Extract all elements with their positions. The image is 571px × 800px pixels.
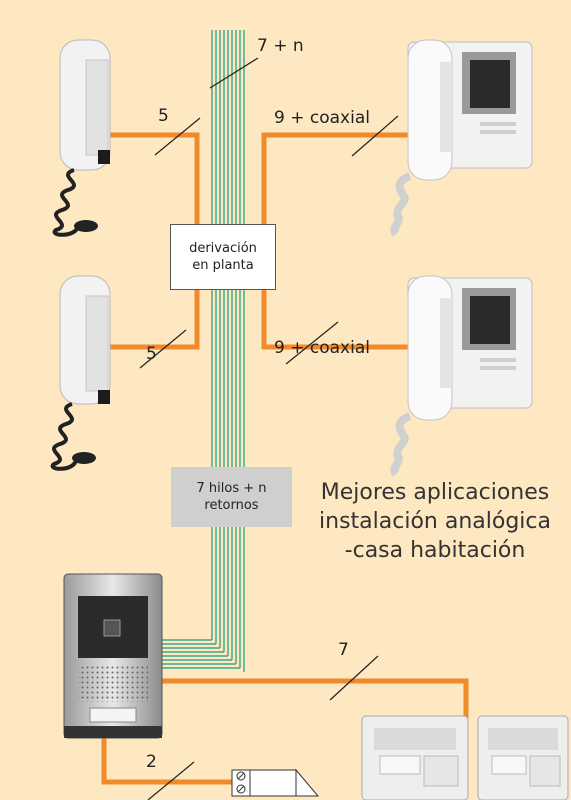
wires-box-line2: retornos [204, 498, 259, 513]
door-panel-icon [63, 573, 163, 739]
video-monitor-icon [390, 275, 533, 477]
label-monitor-2-wires: 9 + coaxial [274, 338, 370, 358]
caption-line3: -casa habitación [344, 538, 526, 563]
label-panel-psu-wires: 7 [338, 640, 349, 660]
wire-monitor-2 [261, 256, 410, 350]
handset-icon [52, 39, 111, 237]
wire-panel-psu [162, 678, 469, 718]
tick-bus [209, 57, 259, 89]
door-lock-icon [231, 768, 320, 797]
label-bus-top: 7 + n [257, 36, 304, 56]
caption-line1: Mejores aplicaciones [320, 480, 550, 505]
tick-monitor-1 [351, 115, 399, 157]
derivation-box-line1: derivación [189, 241, 257, 256]
power-supply-icon [361, 715, 469, 800]
tick-handset-1 [154, 117, 201, 156]
wires-box-line1: 7 hilos + n [196, 481, 267, 496]
label-panel-lock-wires: 2 [146, 752, 157, 772]
tick-panel-psu [329, 655, 379, 701]
video-monitor-icon [390, 39, 533, 237]
label-handset-1-wires: 5 [158, 106, 169, 126]
derivation-box: derivación en planta [170, 224, 276, 290]
label-monitor-1-wires: 9 + coaxial [274, 108, 370, 128]
wire-bus-to-panel [162, 639, 240, 669]
wires-box: 7 hilos + n retornos [171, 467, 292, 527]
wire-panel-lock [101, 735, 232, 785]
tick-handset-2 [139, 329, 187, 369]
tick-panel-lock [147, 761, 195, 800]
tick-monitor-2 [285, 321, 339, 365]
handset-icon [50, 275, 111, 471]
caption-line2: instalación analógica [319, 509, 551, 534]
caption: Mejores aplicaciones instalación analógi… [300, 478, 570, 565]
derivation-box-line2: en planta [192, 258, 254, 273]
wire-bus [211, 30, 245, 672]
label-handset-2-wires: 5 [146, 344, 157, 364]
power-supply-icon [477, 715, 569, 800]
